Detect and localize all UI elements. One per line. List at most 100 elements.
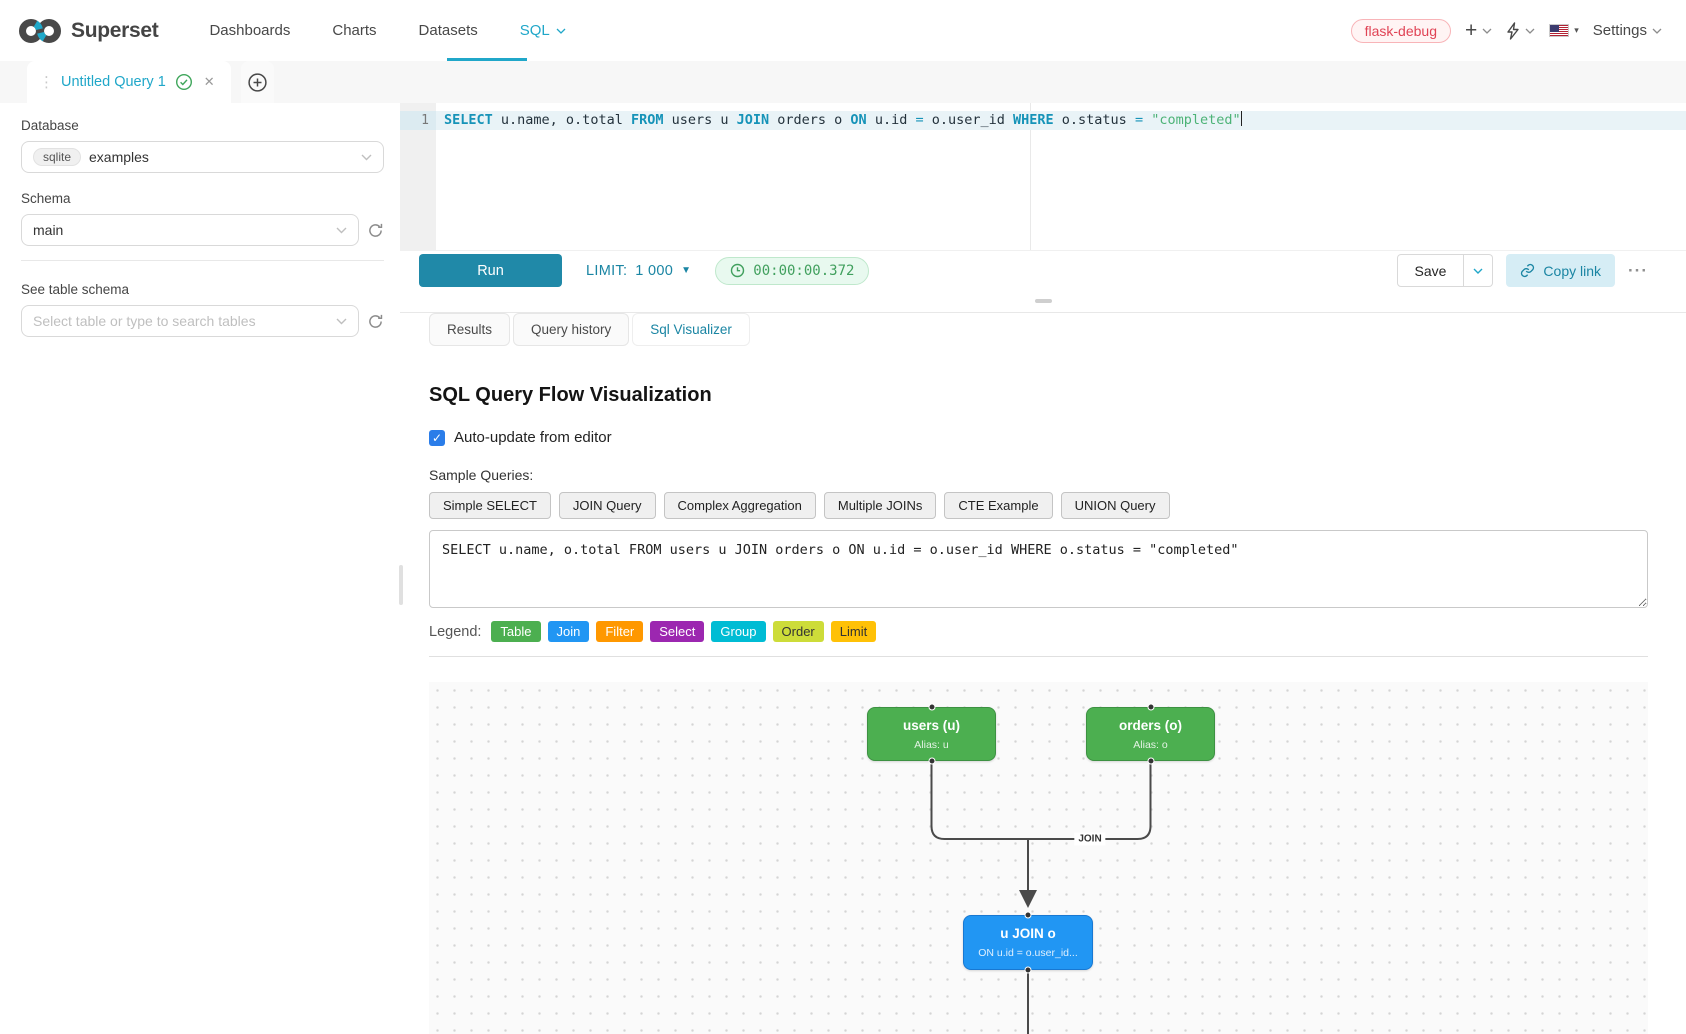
new-item-menu[interactable]: + [1465, 20, 1492, 41]
tab-results[interactable]: Results [429, 313, 511, 346]
node-subtitle: Alias: o [1133, 739, 1168, 751]
table-select[interactable] [21, 305, 359, 337]
save-split-button: Save [1396, 254, 1494, 287]
tab-query-history[interactable]: Query history [513, 313, 630, 346]
superset-logo[interactable]: Superset [17, 17, 159, 45]
query-tab-active[interactable]: ⋮ Untitled Query 1 ✕ [27, 61, 231, 103]
language-picker[interactable]: ▾ [1549, 24, 1579, 37]
query-flow-diagram[interactable]: users (u) Alias: u orders (o) Alias: o u… [429, 682, 1648, 1034]
query-tab-title[interactable]: Untitled Query 1 [61, 74, 166, 90]
editor-gutter: 1 [400, 103, 436, 250]
sql-token: users u [663, 112, 737, 128]
editor-active-line-highlight [436, 111, 1686, 130]
flow-edges [930, 761, 1152, 1034]
save-options-button[interactable] [1464, 254, 1494, 287]
schema-select[interactable]: main [21, 214, 359, 246]
sample-query-button-complex-aggregation[interactable]: Complex Aggregation [663, 492, 816, 519]
node-port[interactable] [1147, 757, 1154, 765]
node-port[interactable] [1024, 911, 1032, 919]
chevron-down-icon [1525, 28, 1535, 34]
join-node[interactable]: u JOIN o ON u.id = o.user_id... [963, 915, 1093, 970]
chevron-down-icon [1652, 28, 1662, 34]
query-tab-strip: ⋮ Untitled Query 1 ✕ [0, 61, 1686, 103]
sqllab-main: 1 SELECT u.name, o.total FROM users u JO… [400, 103, 1686, 1034]
copy-link-button[interactable]: Copy link [1506, 254, 1616, 287]
sample-query-button-cte-example[interactable]: CTE Example [944, 492, 1053, 519]
more-actions-button[interactable]: ··· [1628, 260, 1648, 280]
sql-token: u.name, o.total [492, 112, 631, 128]
nav-item-dashboards[interactable]: Dashboards [209, 22, 291, 39]
active-nav-underline [447, 58, 527, 61]
sql-token: ON [850, 112, 867, 128]
sidebar-divider [21, 260, 384, 261]
limit-dropdown[interactable]: LIMIT: 1 000 ▼ [586, 263, 691, 279]
refresh-schema-icon[interactable] [367, 222, 384, 239]
legend-badge-filter: Filter [596, 621, 644, 642]
legend-badge-limit: Limit [830, 621, 877, 642]
lightning-bolt-icon [1507, 21, 1519, 40]
caret-down-icon: ▾ [1574, 25, 1579, 35]
panel-resize-handle[interactable] [1034, 299, 1052, 303]
nav-item-sql[interactable]: SQL [499, 22, 587, 39]
tab-sql-visualizer[interactable]: Sql Visualizer [632, 313, 750, 346]
node-port[interactable] [1147, 703, 1154, 711]
legend-badge-table: Table [491, 621, 541, 642]
node-port[interactable] [928, 703, 935, 711]
close-tab-icon[interactable]: ✕ [203, 74, 215, 89]
sql-token: orders o [769, 112, 851, 128]
sample-query-button-join-query[interactable]: JOIN Query [558, 492, 656, 519]
table-search-input[interactable] [33, 313, 328, 329]
quick-actions-menu[interactable] [1506, 21, 1535, 40]
legend-badge-join: Join [547, 621, 590, 642]
check-circle-icon [175, 73, 192, 91]
content-row: Database sqlite examples Schema main See… [0, 103, 1686, 1034]
sample-query-button-simple-select[interactable]: Simple SELECT [429, 492, 551, 519]
chevron-down-icon [336, 227, 347, 233]
auto-update-row[interactable]: ✓ Auto-update from editor [429, 429, 1648, 446]
add-query-tab-button[interactable] [240, 61, 274, 103]
us-flag-icon [1549, 24, 1570, 37]
panel-divider [400, 290, 1686, 313]
top-navbar: Superset Dashboards Charts Datasets SQL fla… [0, 0, 1686, 61]
sql-token: FROM [630, 112, 664, 128]
sample-query-button-multiple-joins[interactable]: Multiple JOINs [823, 492, 937, 519]
sidebar-resize-handle[interactable] [399, 565, 403, 605]
table-node-users[interactable]: users (u) Alias: u [867, 707, 996, 761]
sql-token: o.user_id [923, 112, 1014, 128]
sql-editor[interactable]: 1 SELECT u.name, o.total FROM users u JO… [400, 103, 1686, 250]
line-number: 1 [400, 111, 436, 130]
sql-token: = [1134, 112, 1144, 128]
nav-item-datasets[interactable]: Datasets [418, 22, 478, 39]
node-port[interactable] [1024, 966, 1032, 974]
database-label: Database [21, 118, 79, 133]
limit-label: LIMIT: [586, 262, 628, 279]
sql-code-line[interactable]: SELECT u.name, o.total FROM users u JOIN… [444, 111, 1243, 130]
sample-query-button-union-query[interactable]: UNION Query [1060, 492, 1170, 519]
run-button[interactable]: Run [419, 254, 562, 287]
join-edge-label: JOIN [1074, 832, 1106, 846]
node-subtitle: Alias: u [914, 739, 949, 751]
node-port[interactable] [928, 757, 935, 765]
table-node-orders[interactable]: orders (o) Alias: o [1086, 707, 1215, 761]
node-title: users (u) [902, 718, 960, 733]
editor-print-margin [1030, 103, 1031, 250]
settings-menu[interactable]: Settings [1593, 22, 1662, 39]
editor-toolbar: Run LIMIT: 1 000 ▼ 00:00:00.372 Save [400, 250, 1686, 290]
drag-grip-icon[interactable]: ⋮ [39, 74, 54, 91]
query-timer-badge: 00:00:00.372 [715, 256, 870, 285]
auto-update-checkbox[interactable]: ✓ [429, 429, 445, 446]
database-engine-tag: sqlite [33, 148, 82, 166]
navbar-right: flask-debug + ▾ Settings [1350, 18, 1662, 43]
database-select[interactable]: sqlite examples [21, 141, 384, 173]
legend-divider [429, 656, 1648, 657]
timer-value: 00:00:00.372 [753, 262, 855, 279]
legend-badge-select: Select [650, 621, 705, 642]
refresh-tables-icon[interactable] [367, 313, 384, 330]
limit-value: 1 000 [635, 262, 674, 279]
superset-infinity-icon [19, 18, 61, 43]
nav-item-charts[interactable]: Charts [332, 22, 377, 39]
chevron-down-icon [336, 318, 347, 324]
save-button[interactable]: Save [1396, 254, 1465, 287]
visualizer-sql-input[interactable]: SELECT u.name, o.total FROM users u JOIN… [429, 530, 1648, 608]
